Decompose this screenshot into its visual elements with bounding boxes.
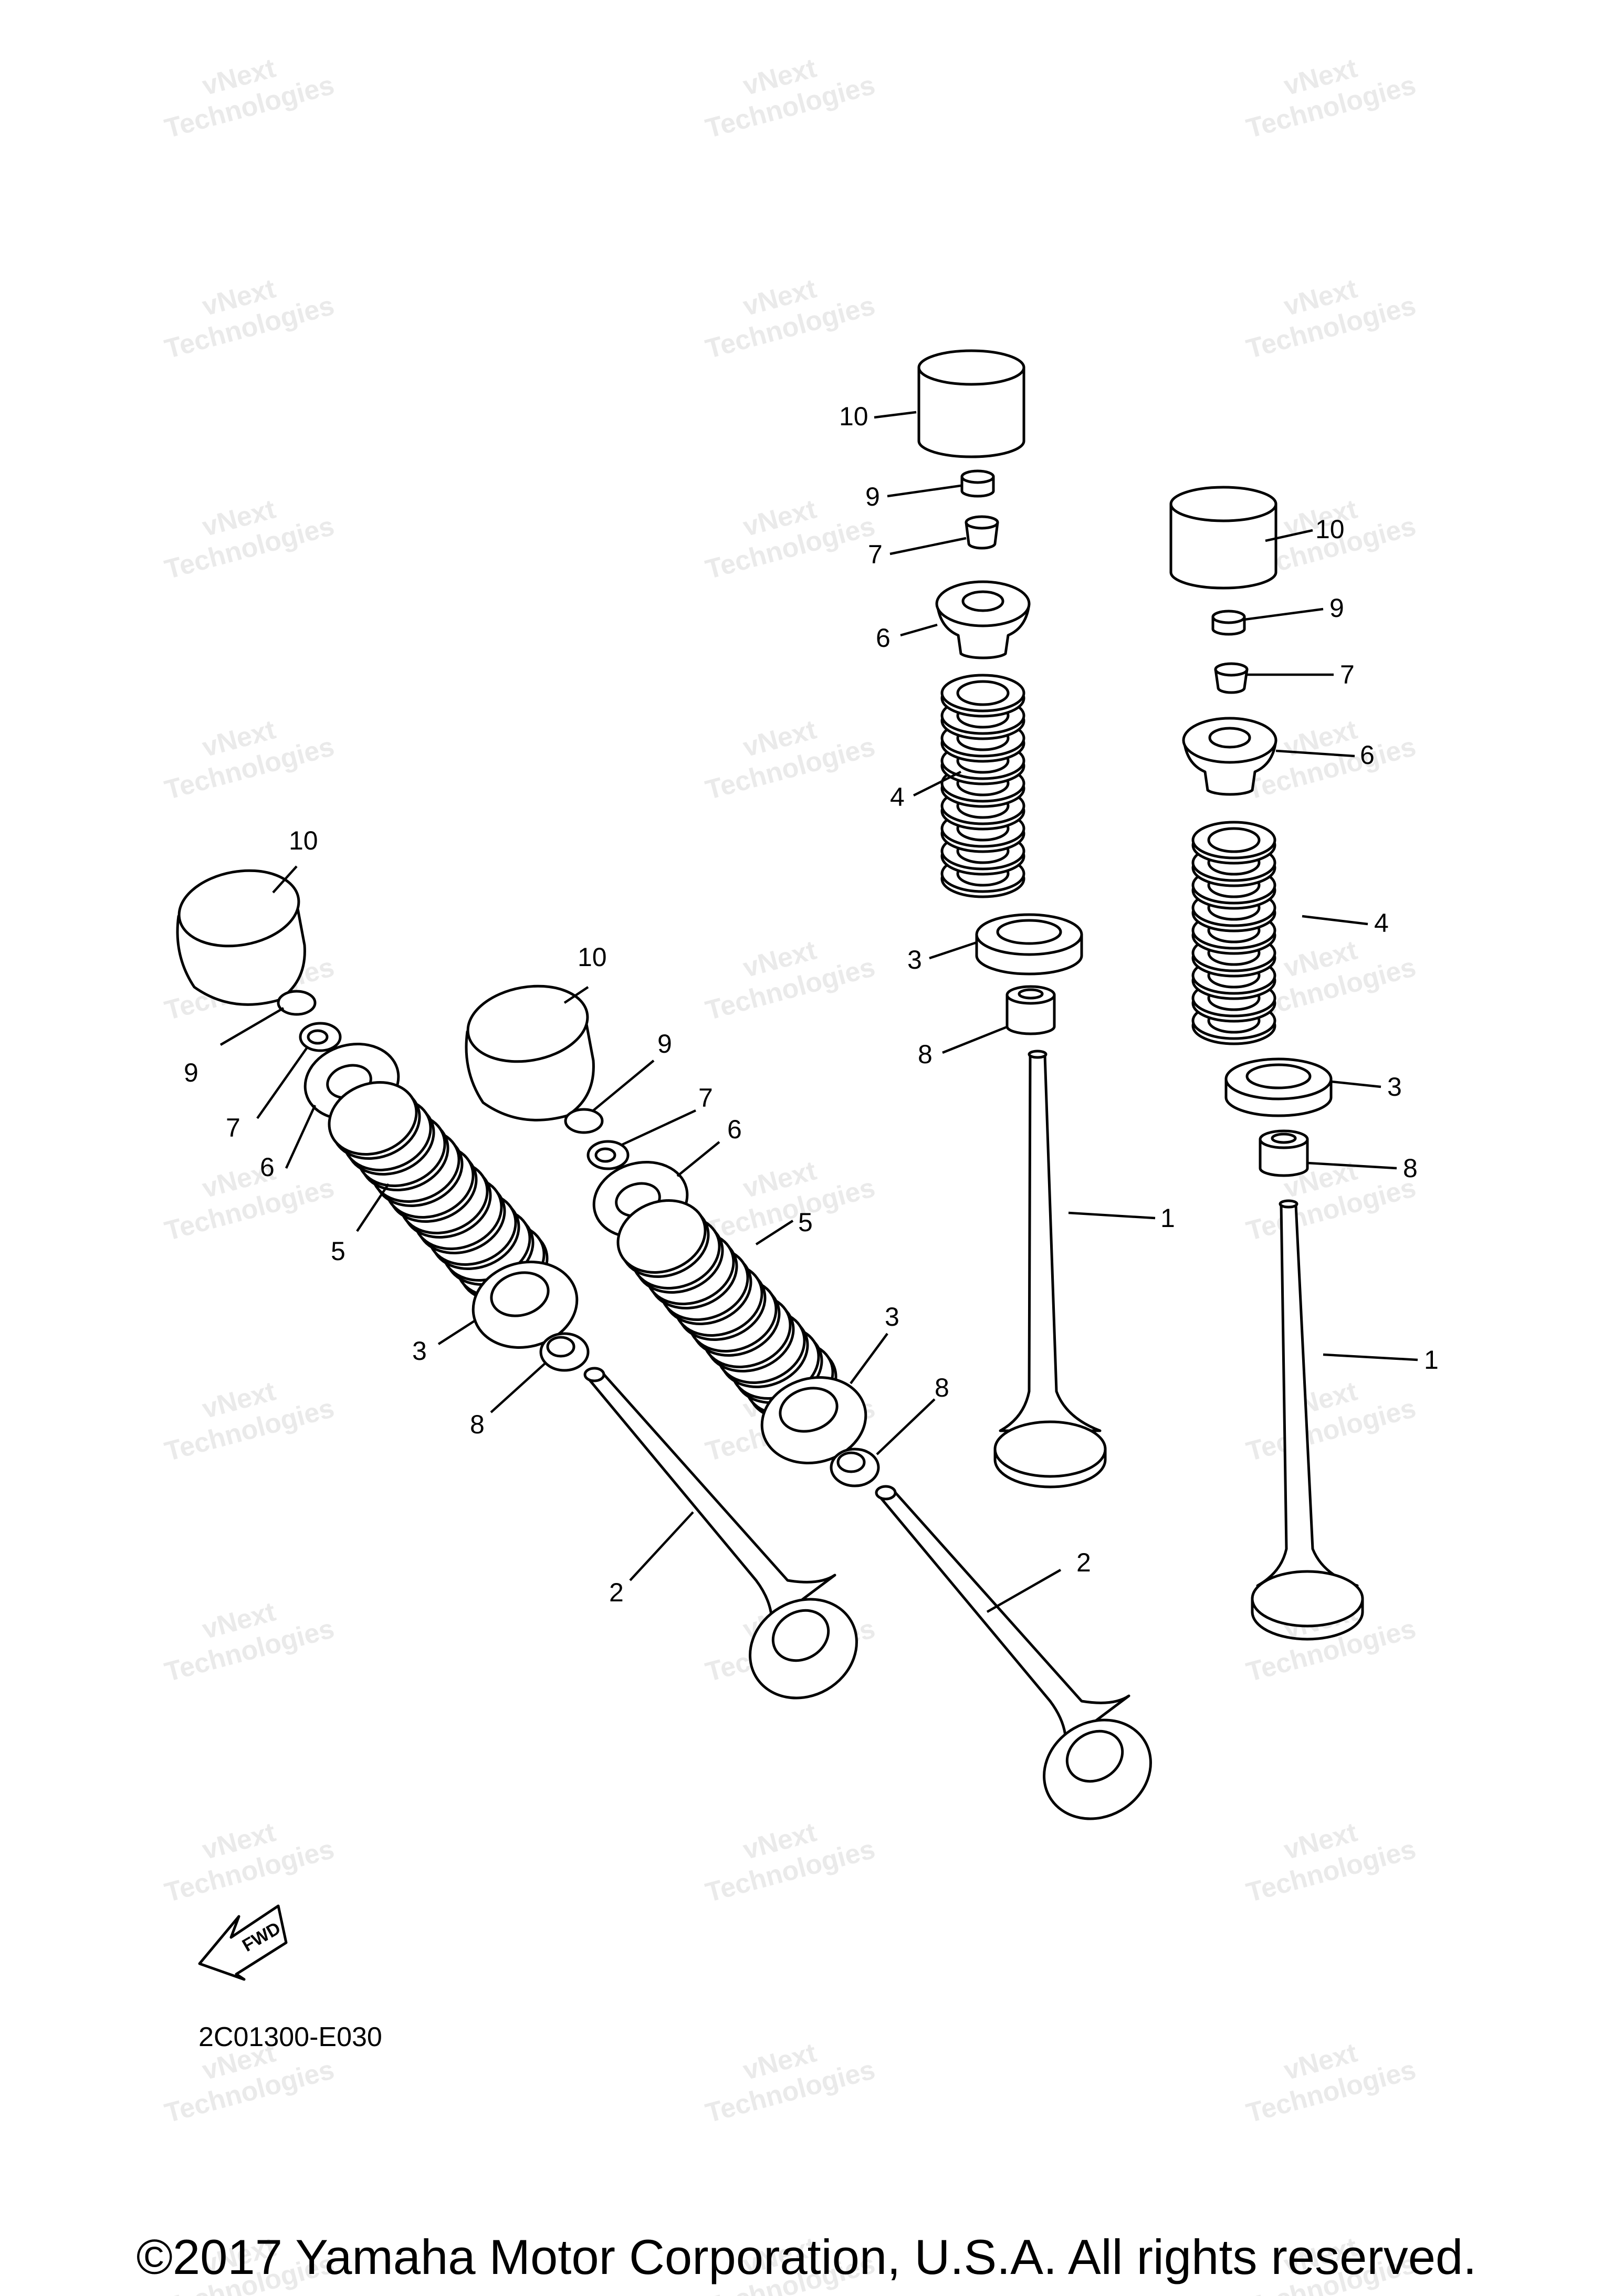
- callout-4-b: 4: [1374, 908, 1389, 938]
- spring-coil: [616, 1199, 707, 1274]
- callout-5-d: 5: [798, 1208, 813, 1237]
- spring-coil: [1207, 827, 1261, 853]
- callout-5-c: 5: [331, 1236, 345, 1266]
- callout-2-d: 2: [1076, 1548, 1091, 1577]
- callout-2-c: 2: [609, 1578, 624, 1607]
- spring-seat-3c: [472, 1261, 579, 1349]
- callout-8-a: 8: [918, 1040, 933, 1069]
- valve-assembly-far-right: [1169, 486, 1364, 1641]
- valve-seal-8d: [830, 1448, 880, 1487]
- callout-10-a: 10: [839, 402, 868, 431]
- callout-9-a: 9: [865, 482, 880, 511]
- valve-cotter-7c: [299, 1022, 342, 1052]
- spring-coil: [1191, 821, 1276, 859]
- valve-cotter-7b: [1214, 662, 1249, 694]
- spring-seat-3b: [1224, 1057, 1333, 1117]
- callout-6-d: 6: [727, 1115, 742, 1144]
- spring-seat-3a: [975, 913, 1083, 976]
- callout-3-a: 3: [907, 945, 922, 974]
- callout-1-b: 1: [1424, 1345, 1439, 1375]
- diagram-code: 2C01300-E030: [198, 2022, 382, 2052]
- callout-10-c: 10: [289, 826, 318, 855]
- valve-pad-9a: [960, 469, 995, 498]
- valve-pad-9c: [277, 990, 317, 1016]
- exhaust-valve-2c: [583, 1367, 858, 1700]
- valve-seal-8a: [1005, 985, 1056, 1035]
- spring-seat-3d: [760, 1376, 867, 1464]
- valve-lifter-10a: [917, 349, 1025, 458]
- copyright-notice: ©2017 Yamaha Motor Corporation, U.S.A. A…: [136, 2229, 1477, 2284]
- valve-seal-8b: [1259, 1129, 1309, 1177]
- callout-8-b: 8: [1403, 1154, 1418, 1183]
- spring-coil: [956, 680, 1010, 706]
- valve-seal-8c: [539, 1332, 590, 1372]
- valve-pad-9b: [1211, 610, 1246, 636]
- valve-lifter-10d: [465, 984, 595, 1121]
- callout-8-c: 8: [470, 1410, 485, 1439]
- intake-valve-1a: [993, 1050, 1107, 1488]
- callout-1-a: 1: [1160, 1203, 1175, 1233]
- callout-7-d: 7: [698, 1083, 713, 1113]
- callout-9-b: 9: [1329, 593, 1344, 623]
- spring-coil: [940, 674, 1025, 712]
- valve-lifter-10c: [176, 869, 306, 1006]
- valve-spring-4a: [940, 674, 1025, 898]
- callout-6-c: 6: [260, 1152, 275, 1182]
- valve-spring-4b: [1191, 821, 1276, 1045]
- valve-lifter-10b: [1169, 486, 1277, 590]
- callout-7-a: 7: [868, 540, 883, 569]
- callout-10-d: 10: [578, 942, 607, 972]
- callout-4-a: 4: [890, 782, 905, 812]
- callout-3-d: 3: [885, 1302, 899, 1332]
- callout-6-a: 6: [876, 623, 891, 653]
- exhaust-valve-2d: [875, 1485, 1152, 1820]
- callout-3-b: 3: [1387, 1072, 1402, 1102]
- valve-assembly-middle: [465, 984, 1152, 1820]
- callout-9-c: 9: [184, 1058, 198, 1087]
- callout-8-d: 8: [935, 1373, 949, 1402]
- callouts: 10 9 7 6 4 3 8 1 10 9 7 6 4 3 8 1 10: [184, 402, 1439, 1613]
- valve-assembly-upper-middle: [917, 349, 1107, 1488]
- valve-spring-5c: [328, 1081, 549, 1302]
- fwd-arrow-icon: FWD: [198, 1904, 288, 1981]
- valve-cotter-7d: [586, 1140, 630, 1170]
- callout-9-d: 9: [657, 1029, 672, 1058]
- valve-retainer-6a: [935, 580, 1031, 659]
- intake-valve-1b: [1251, 1199, 1364, 1641]
- valve-cotter-7a: [965, 515, 999, 550]
- callout-10-b: 10: [1315, 515, 1345, 544]
- spring-coil: [328, 1081, 418, 1156]
- callout-7-c: 7: [226, 1113, 240, 1142]
- callout-7-b: 7: [1340, 660, 1355, 689]
- valve-retainer-6b: [1182, 717, 1277, 796]
- valve-pad-9d: [564, 1108, 604, 1134]
- valve-assembly-left: [176, 869, 858, 1700]
- callout-3-c: 3: [412, 1336, 427, 1366]
- callout-6-b: 6: [1360, 740, 1375, 770]
